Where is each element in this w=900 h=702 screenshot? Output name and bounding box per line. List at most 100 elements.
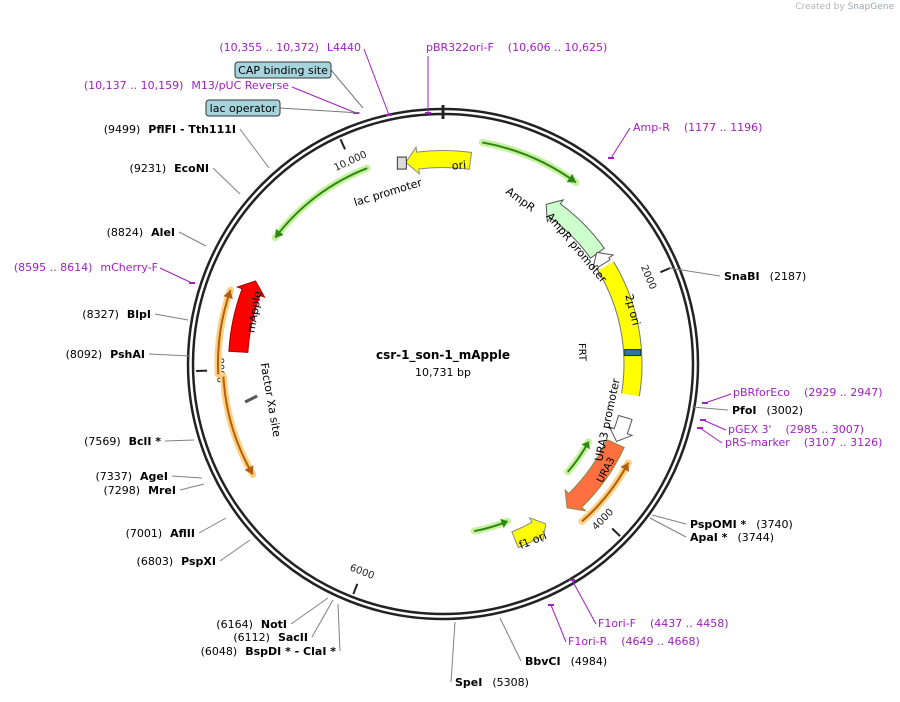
feature-orange-arc-2-head (244, 465, 254, 475)
enzyme-leader (649, 517, 687, 538)
enzyme-position: (6048) (201, 645, 238, 658)
primer-site[interactable]: Amp-R (1177 .. 1196) (608, 121, 763, 159)
primer-site[interactable]: F1ori-R(4649 .. 4668) (548, 604, 700, 648)
enzyme-position: (3740) (756, 518, 793, 531)
enzyme-leader (198, 517, 227, 534)
enzyme-site[interactable]: (7337)AgeI (95, 470, 203, 483)
feature-green-arc-4-head (500, 518, 508, 529)
credit-prefix: Created by (795, 2, 845, 12)
enzyme-leader (499, 617, 522, 662)
enzyme-site[interactable]: (7298)MreI (103, 483, 205, 497)
enzyme-label: (6164)NotI (216, 618, 287, 631)
enzyme-position: (4984) (571, 655, 608, 668)
feature-ampr-promoter (592, 251, 615, 270)
primer-leader (363, 48, 390, 116)
feature-orange-arc-3-head (223, 290, 233, 300)
enzyme-label: (6112)SacII (233, 631, 308, 644)
enzyme-position: (3002) (767, 404, 804, 417)
primer-range: (2985 .. 3007) (786, 423, 865, 436)
enzyme-site[interactable]: (6164)NotI (216, 597, 329, 631)
primer-range: (3107 .. 3126) (804, 436, 883, 449)
enzyme-position: (7001) (126, 527, 163, 540)
enzyme-site[interactable]: (8327)BlpI (82, 308, 189, 321)
enzyme-site[interactable]: (7569)BclI * (84, 435, 195, 448)
primer-range: (2929 .. 2947) (804, 386, 883, 399)
feature-f1-ori (511, 516, 547, 549)
enzyme-site[interactable]: ApaI *(3744) (649, 517, 774, 544)
enzyme-name: PflFI - Tth111I (148, 123, 236, 136)
enzyme-label: (8824)AleI (107, 226, 175, 239)
enzyme-position: (6112) (233, 631, 270, 644)
primer-site[interactable]: pBR322ori-F(10,606 .. 10,625) (425, 41, 607, 114)
enzyme-name: SpeI (455, 676, 482, 689)
primer-site[interactable]: (10,355 .. 10,372)L4440 (219, 41, 392, 116)
boxed-feature[interactable]: lac operator (205, 99, 361, 117)
enzyme-name: MreI (148, 484, 176, 497)
primer-site[interactable]: pRS-marker(3107 .. 3126) (697, 427, 882, 449)
feature-label-ori: ori (451, 158, 466, 172)
primer-range: (10,137 .. 10,159) (84, 79, 184, 92)
primer-site[interactable]: pGEX 3'(2985 .. 3007) (700, 419, 865, 436)
primer-label: pBR322ori-F(10,606 .. 10,625) (426, 41, 607, 54)
feature-orange-arc-1-head (620, 462, 630, 472)
enzyme-label: PspOMI * (3740) (690, 518, 793, 531)
enzyme-label: SpeI(5308) (455, 676, 529, 689)
primer-range: (10,355 .. 10,372) (219, 41, 319, 54)
primer-range: (1177 .. 1196) (684, 121, 763, 134)
primer-leader (571, 579, 597, 625)
boxed-feature-box (205, 99, 281, 117)
enzyme-label: SnaBI(2187) (724, 270, 806, 283)
enzyme-site[interactable]: (6112)SacII (233, 599, 334, 644)
enzyme-site[interactable]: SnaBI(2187) (668, 267, 806, 283)
enzyme-site[interactable]: (6048)BspDI * - ClaI * (201, 603, 341, 658)
tick-mark-3 (352, 583, 359, 595)
feature-frt (624, 349, 642, 357)
enzyme-leader (239, 128, 270, 169)
enzyme-name: PspOMI * (690, 518, 747, 531)
enzyme-site[interactable]: PfoI(3002) (691, 404, 804, 417)
primer-leader (159, 267, 193, 284)
primer-label: (10,137 .. 10,159) M13/pUC Reverse (84, 79, 289, 92)
enzyme-label: (9231)EcoNI (130, 162, 209, 175)
enzyme-site[interactable]: (9231)EcoNI (130, 162, 241, 195)
primer-name: Amp-R (633, 121, 670, 134)
enzyme-name: ApaI * (690, 531, 728, 544)
enzyme-site[interactable]: BbvCI(4984) (499, 617, 607, 668)
feature-ura3-promoter (608, 414, 634, 443)
primer-site[interactable]: (8595 .. 8614)mCherry-F (14, 261, 195, 284)
enzyme-label: BbvCI(4984) (525, 655, 607, 668)
primer-site[interactable]: (10,137 .. 10,159) M13/pUC Reverse (84, 79, 359, 114)
snapgene-credit: Created by SnapGene (795, 2, 894, 12)
enzyme-site[interactable]: (7001) AflII (126, 517, 227, 540)
boxed-feature-label: lac operator (210, 102, 277, 115)
boxed-feature-label: CAP binding site (238, 64, 328, 77)
primer-leader (291, 86, 357, 114)
enzyme-leader (651, 514, 687, 525)
enzyme-site[interactable]: (8092)PshAI (66, 348, 191, 361)
enzyme-name: PshAI (110, 348, 145, 361)
enzyme-leader (179, 483, 205, 491)
enzyme-name: AflII (170, 527, 195, 540)
enzyme-site[interactable]: SpeI(5308) (450, 621, 529, 689)
enzyme-site[interactable]: (6803)PspXI (137, 539, 251, 568)
enzyme-site[interactable]: (8824)AleI (107, 226, 207, 247)
enzyme-site[interactable]: (9499)PflFI - Tth111I (104, 123, 270, 169)
primer-site[interactable]: F1ori-F(4437 .. 4458) (569, 579, 729, 630)
enzyme-label: (6803)PspXI (137, 555, 216, 568)
enzyme-site[interactable]: PspOMI * (3740) (651, 514, 793, 531)
enzyme-label: (7298)MreI (103, 484, 176, 497)
primer-label: (10,355 .. 10,372)L4440 (219, 41, 361, 54)
boxed-feature[interactable]: CAP binding site (234, 61, 364, 109)
feature-green-arc-2-head (566, 173, 576, 183)
feature-green-arc-3 (567, 441, 590, 473)
credit-brand: SnapGene (847, 2, 894, 12)
tick-mark-1 (660, 266, 671, 274)
enzyme-leader (178, 231, 207, 247)
enzyme-label: (7001) AflII (126, 527, 195, 540)
enzyme-leader (668, 267, 721, 277)
primer-name: M13/pUC Reverse (191, 79, 289, 92)
primer-site[interactable]: pBRforEco(2929 .. 2947) (702, 386, 883, 404)
boxed-feature-leader (330, 69, 364, 109)
primer-label: pRS-marker(3107 .. 3126) (725, 436, 882, 449)
